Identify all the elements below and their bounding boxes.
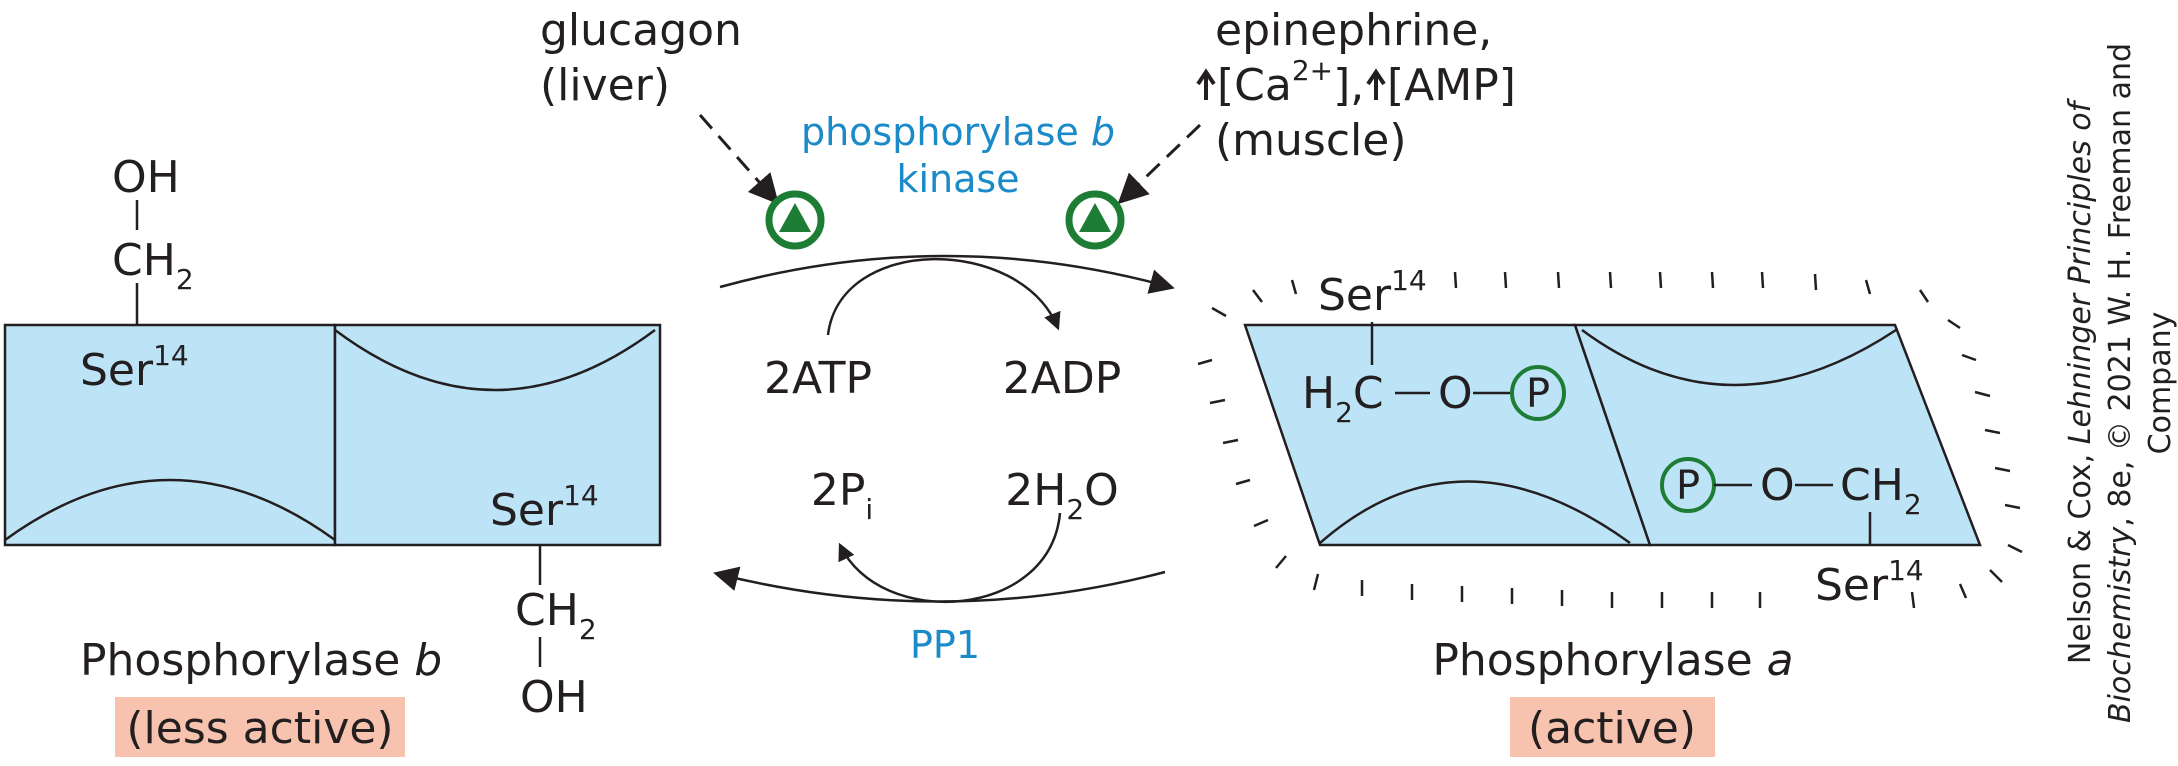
phosphorylase-b-dimer [3, 323, 662, 547]
activity-hatch-marks [1197, 271, 2023, 609]
phosphorylase-a-label: Phosphorylase a [1432, 635, 1793, 686]
phosphate-circle-icon [1510, 365, 1566, 421]
phosphorylation-arrow [719, 254, 1175, 294]
glucagon-label: glucagon [540, 5, 742, 56]
calcium-amp-label: [Ca2+], [AMP] [1196, 54, 1516, 111]
svg-text:[Ca2+],: [Ca2+], [1217, 54, 1364, 111]
pp1-label: PP1 [910, 623, 980, 667]
ser14-label: Ser14 [1815, 554, 1924, 611]
oxygen-label: O [1760, 460, 1795, 511]
less-active-highlight [115, 697, 405, 757]
hydroxyl-label: OH [520, 672, 588, 723]
hydroxyl-label: OH [112, 152, 180, 203]
subunit-curve [1581, 328, 1897, 387]
kinase-activation-badge-left [765, 190, 825, 250]
water-label: 2H2O [1005, 465, 1119, 526]
kinase-label-line1: phosphorylase b [801, 110, 1115, 154]
water-pi-arrow [838, 512, 1062, 604]
credit-block: Nelson & Cox, Lehninger Principles of Bi… [2063, 43, 2178, 723]
kinase-label-line2: kinase [896, 157, 1019, 201]
adp-label: 2ADP [1003, 353, 1122, 404]
ser14-hydroxyl-top: OH CH2 Ser14 [80, 152, 194, 396]
phosphate-label: P [1676, 463, 1700, 509]
liver-label: (liver) [540, 60, 670, 111]
triangle-icon [779, 203, 811, 232]
atp-adp-arrow [826, 257, 1061, 336]
phosphoserine-top: Ser14 H2C O P [1302, 264, 1566, 429]
triangle-icon [1079, 203, 1111, 232]
phosphorylase-a-subunit-right [1573, 323, 1982, 547]
svg-text:[AMP]: [AMP] [1387, 60, 1516, 111]
methylene-label: H2C [1302, 368, 1384, 429]
active-label: (active) [1528, 703, 1696, 754]
glucagon-dashed-arrow [698, 114, 779, 205]
up-arrow-icon [1366, 68, 1386, 100]
dephosphorylation-arrow [713, 566, 1166, 603]
active-highlight [1510, 697, 1715, 757]
methylene-label: CH2 [515, 585, 597, 646]
ser14-label: Ser14 [490, 479, 599, 536]
subunit-curve [4, 478, 336, 542]
phosphorylase-b-subunit-left [3, 323, 337, 547]
ser14-hydroxyl-bottom: Ser14 CH2 OH [490, 479, 599, 723]
methylene-label: CH2 [1840, 460, 1922, 521]
credit-line-3: Company [2143, 312, 2178, 455]
credit-line-1: Nelson & Cox, Lehninger Principles of [2063, 97, 2098, 664]
phosphoserine-bottom: P O CH2 Ser14 [1660, 457, 1924, 611]
epinephrine-label: epinephrine, [1215, 5, 1492, 56]
oxygen-label: O [1438, 368, 1473, 419]
epinephrine-dashed-arrow [1117, 123, 1202, 205]
methylene-label: CH2 [112, 235, 194, 296]
subunit-curve [334, 328, 656, 392]
atp-label: 2ATP [764, 353, 872, 404]
phosphorylase-a-dimer [1243, 323, 1982, 547]
kinase-activation-badge-right [1065, 190, 1125, 250]
muscle-label: (muscle) [1215, 115, 1407, 166]
credit-line-2: Biochemistry, 8e, © 2021 W. H. Freeman a… [2103, 43, 2138, 723]
up-arrow-icon [1196, 68, 1216, 100]
subunit-curve [1319, 480, 1631, 545]
phosphorylase-b-label: Phosphorylase b [80, 635, 442, 686]
less-active-label: (less active) [126, 703, 393, 754]
ser14-label: Ser14 [1318, 264, 1427, 321]
phosphate-label: P [1526, 371, 1550, 417]
phosphate-label: 2Pi [811, 465, 873, 526]
ser14-label: Ser14 [80, 339, 189, 396]
